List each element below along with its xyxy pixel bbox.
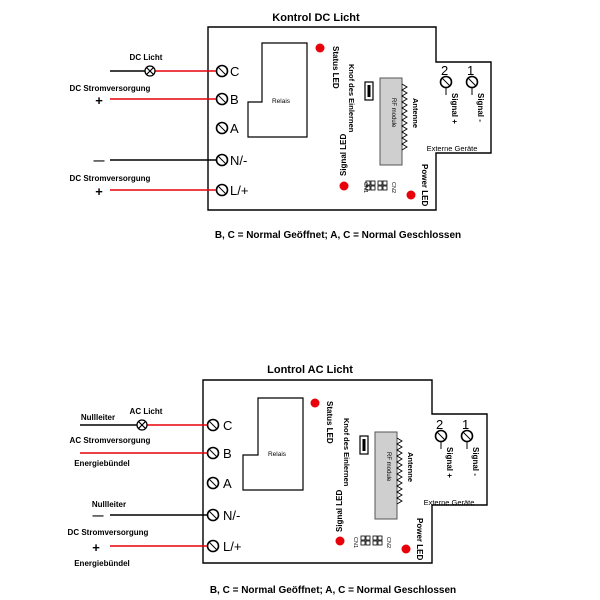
top-cn-connectors [365,180,388,191]
bottom-external-devices-label: Externe Geräte [424,498,475,507]
top-ext-1-label: 1 [467,63,474,78]
top-terminal-c-label: C [230,64,239,79]
top-lamp-icon [144,65,156,77]
top-title: Kontrol DC Licht [272,12,360,24]
top-minus: — [94,155,105,167]
bottom-terminal-c-label: C [223,418,232,433]
top-supply-label-1: DC Stromversorgung [70,84,151,93]
top-signal-minus-label: Signal - [476,93,485,122]
top-learn-label: Knof des Einlernen [347,64,356,133]
top-external-devices-label: Externe Geräte [427,144,478,153]
bottom-signal-led [335,536,345,546]
bottom-ext-2-label: 2 [436,417,443,432]
top-ext-terminal-2 [439,75,453,89]
bottom-supply-label-ac: AC Stromversorgung [70,436,151,445]
top-terminal-b-label: B [230,92,239,107]
bottom-rf-module [374,431,398,520]
top-ext-terminal-1 [465,75,479,89]
bottom-bundle-label-1: Energiebündel [74,459,130,468]
bottom-caption: B, C = Normal Geöffnet; A, C = Normal Ge… [210,585,456,596]
top-relay-block [247,42,308,138]
bottom-terminal-n [206,508,220,522]
top-cn2-label: CN2 [390,182,396,193]
top-rf-module [379,77,403,166]
bottom-bundle-label-2: Energiebündel [74,559,130,568]
top-terminal-a-label: A [230,121,239,136]
bottom-status-led-label: Status LED [325,401,334,444]
top-terminal-a [215,121,229,135]
bottom-terminal-a [206,476,220,490]
top-supply-label-2: DC Stromversorgung [70,174,151,183]
top-terminal-l [215,183,229,197]
top-plus-1: + [95,93,103,108]
bottom-lamp-icon [136,419,148,431]
bottom-relay-block [242,397,304,491]
bottom-relay-label: Relais [268,451,287,458]
bottom-status-led [310,398,320,408]
top-status-led [315,43,325,53]
top-power-led-label: Power LED [420,164,429,206]
bottom-cn-connectors [360,535,383,546]
bottom-power-led-label: Power LED [415,518,424,560]
bottom-title: Lontrol AC Licht [267,364,353,376]
bottom-neutral-label-1: Nullleiter [81,413,115,422]
top-antenna-coil [401,83,408,151]
bottom-diagram: Lontrol AC Licht Relais C B A N/- L/+ St… [68,364,488,596]
bottom-ext-terminal-1 [460,429,474,443]
bottom-learn-label: Knof des Einlernen [342,418,351,487]
top-caption: B, C = Normal Geöffnet; A, C = Normal Ge… [215,230,461,241]
bottom-cn1-label: CN1 [352,537,358,548]
top-relay-label: Relais [272,98,291,105]
top-signal-led-label: Signal LED [339,134,348,176]
bottom-signal-led-label: Signal LED [335,490,344,532]
top-cn1-label: CN1 [362,182,368,193]
bottom-terminal-b-label: B [223,446,232,461]
bottom-power-led [401,544,411,554]
top-ext-2-label: 2 [441,63,448,78]
bottom-minus: — [93,510,104,522]
bottom-antenna-coil [396,437,403,505]
bottom-terminal-n-label: N/- [223,508,240,523]
top-plus-2: + [95,184,103,199]
bottom-terminal-c [206,418,220,432]
bottom-lamp-label: AC Licht [130,407,163,416]
bottom-terminal-l [206,539,220,553]
bottom-cn2-label: CN2 [385,537,391,548]
bottom-plus: + [92,540,100,555]
bottom-terminal-b [206,446,220,460]
top-terminal-b [215,92,229,106]
top-terminal-l-label: L/+ [230,183,248,198]
bottom-terminal-a-label: A [223,476,232,491]
bottom-ext-1-label: 1 [462,417,469,432]
top-terminal-c [215,64,229,78]
top-signal-led [339,181,349,191]
top-diagram: Kontrol DC Licht Relais C B A N/- L/+ St… [70,12,492,241]
bottom-ext-terminal-2 [434,429,448,443]
bottom-antenna-label: Antenne [406,452,415,482]
top-signal-plus-label: Signal + [450,93,459,124]
bottom-supply-label-dc: DC Stromversorgung [68,528,149,537]
top-power-led [406,190,416,200]
top-lamp-label: DC Licht [130,53,163,62]
bottom-terminal-l-label: L/+ [223,539,241,554]
bottom-neutral-label-2: Nullleiter [92,500,126,509]
bottom-signal-minus-label: Signal - [471,447,480,476]
top-terminal-n-label: N/- [230,153,247,168]
bottom-signal-plus-label: Signal + [445,447,454,478]
bottom-rf-module-label: RF module [385,452,391,482]
top-rf-module-label: RF module [390,98,396,128]
top-antenna-label: Antenne [411,98,420,128]
top-terminal-n [215,153,229,167]
top-status-led-label: Status LED [331,46,340,89]
